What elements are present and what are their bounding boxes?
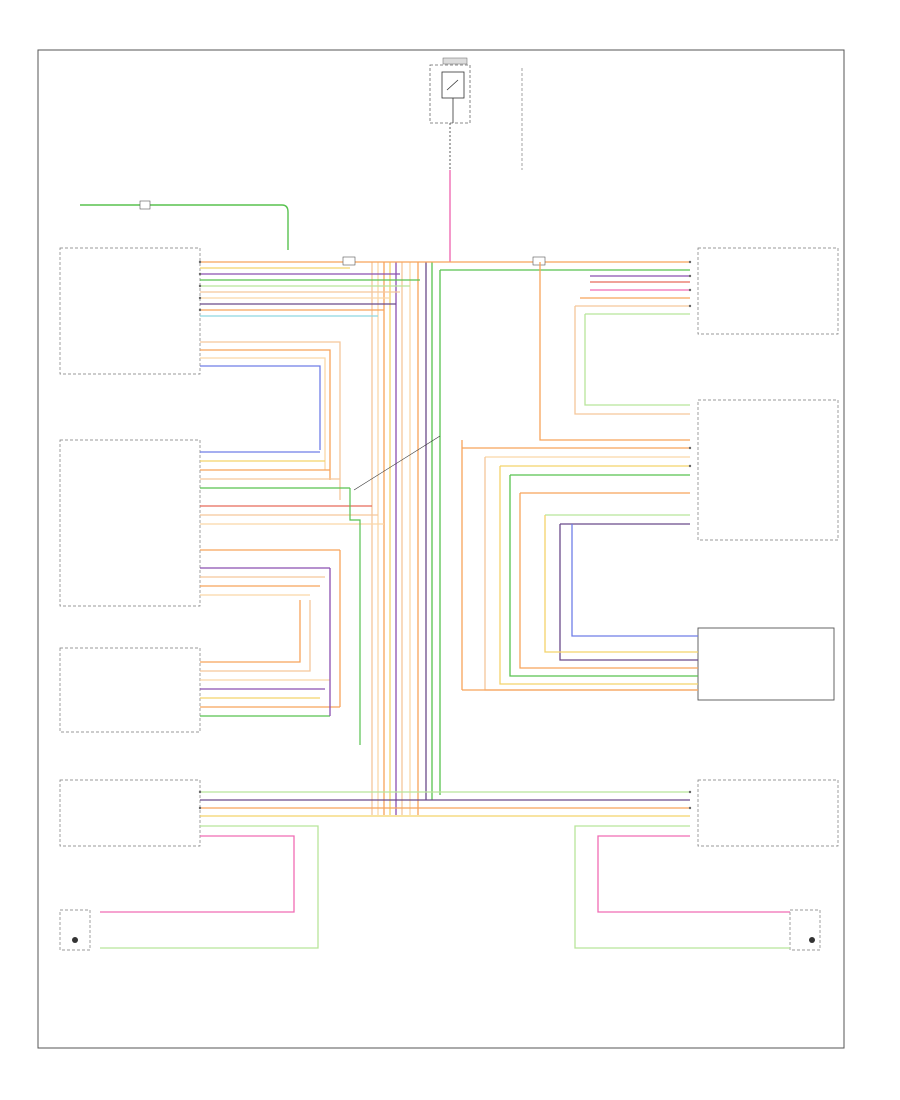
driver-window-switch-box — [59, 647, 201, 733]
right-rear-latch-symbol — [72, 937, 78, 943]
passenger-door-module-box — [697, 399, 839, 541]
diagram-frame — [37, 49, 845, 1049]
top-fuse-block — [429, 57, 523, 170]
driver-power-door-lock-switch-box — [59, 247, 201, 375]
pin-markers — [198, 260, 692, 810]
central-harness — [371, 262, 463, 815]
left-rear-latch-symbol — [809, 937, 815, 943]
left-top-hook-wire — [80, 204, 289, 250]
driver-switch-lower-wires — [200, 341, 341, 500]
passenger-window-switch-box — [697, 627, 835, 701]
right-components — [697, 247, 839, 951]
driver-module-cross-wire — [349, 488, 361, 745]
driver-door-module-box — [59, 439, 201, 607]
right-rear-latch-box — [59, 909, 91, 951]
top-bus-wires — [200, 261, 690, 317]
left-rear-lock-module-box — [697, 779, 839, 847]
left-components — [59, 247, 201, 951]
driver-module-wires — [200, 451, 384, 596]
passenger-module-wires — [462, 262, 690, 525]
passenger-window-wires — [462, 457, 698, 691]
rear-bus-wires — [100, 791, 790, 949]
passenger-power-door-lock-switch-box — [697, 247, 839, 335]
driver-window-wires — [200, 550, 341, 717]
top-splice — [342, 256, 356, 266]
left-rear-latch-box — [789, 909, 821, 951]
top-splice-right — [532, 256, 546, 266]
connector-pointer — [353, 435, 441, 491]
right-rear-lock-module-box — [59, 779, 201, 847]
